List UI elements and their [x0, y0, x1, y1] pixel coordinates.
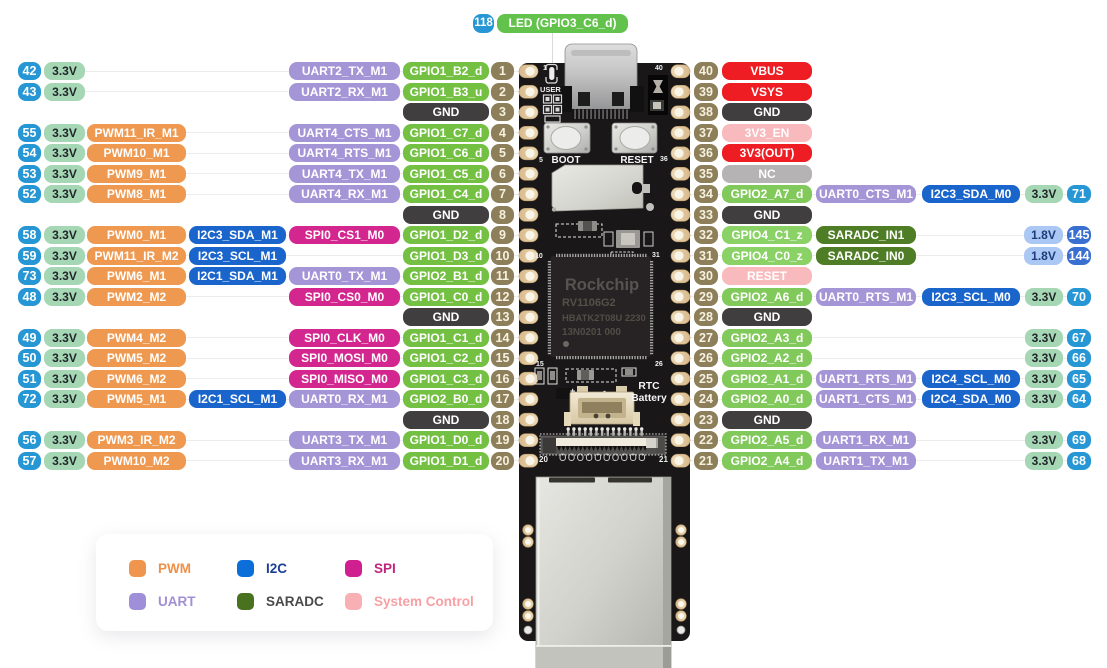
svg-text:21: 21	[659, 455, 668, 464]
svg-text:26: 26	[655, 361, 663, 368]
svg-text:31: 31	[652, 252, 660, 259]
svg-text:Battery: Battery	[631, 393, 667, 404]
svg-text:RESET: RESET	[620, 155, 653, 166]
svg-text:10: 10	[535, 253, 543, 260]
svg-text:1: 1	[543, 65, 547, 72]
svg-text:13N0201 000: 13N0201 000	[562, 327, 621, 338]
svg-text:BOOT: BOOT	[552, 155, 581, 166]
svg-text:+: +	[570, 386, 575, 396]
svg-text:5: 5	[539, 157, 543, 164]
svg-text:USER: USER	[540, 85, 561, 94]
svg-text:HBATK2T08U 2230: HBATK2T08U 2230	[562, 312, 646, 323]
svg-text:40: 40	[655, 65, 663, 72]
svg-text:RTC: RTC	[638, 381, 660, 392]
svg-text:RV1106G2: RV1106G2	[562, 297, 616, 309]
svg-text:15: 15	[536, 361, 544, 368]
svg-text:Rockchip: Rockchip	[565, 276, 639, 294]
svg-text:36: 36	[660, 156, 668, 163]
svg-text:20: 20	[539, 455, 548, 464]
svg-text:-: -	[603, 386, 606, 396]
